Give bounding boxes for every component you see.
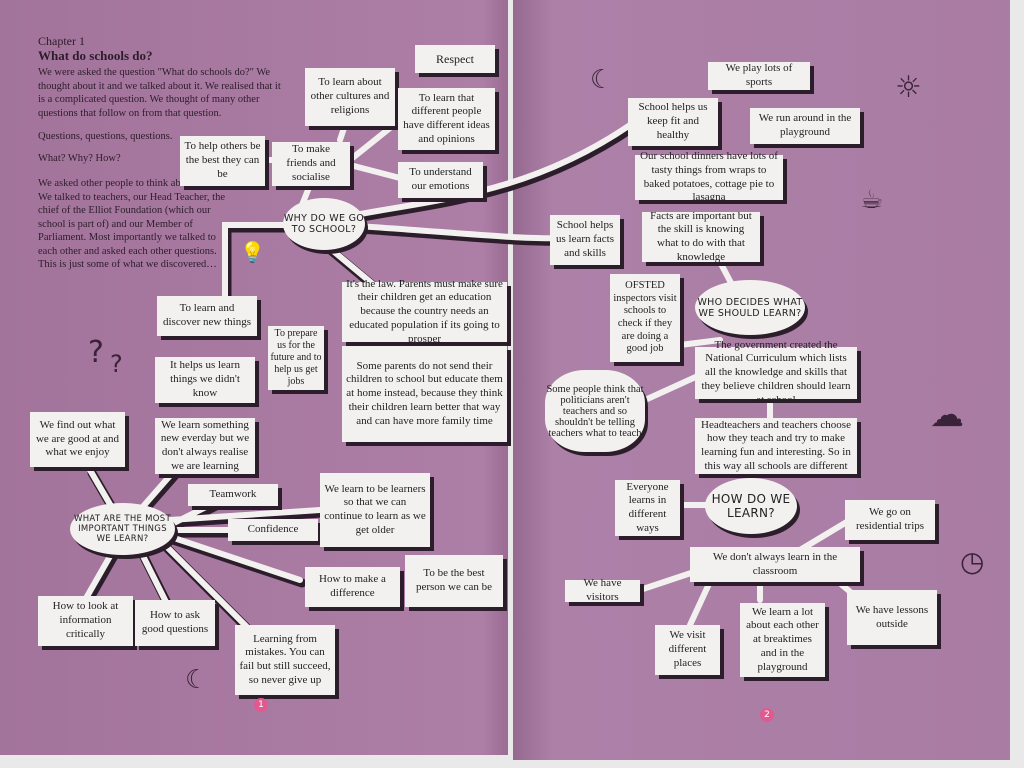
box-different-people: To learn that different people have diff…	[398, 88, 495, 150]
mug-icon: ☕	[860, 185, 884, 215]
box-friends: To make friends and socialise	[272, 142, 350, 186]
box-sports: We play lots of sports	[708, 62, 810, 90]
box-helps-learn: It helps us learn things we didn't know	[155, 357, 255, 403]
sun-icon: ☼	[895, 70, 922, 105]
box-prepare: To prepare us for the future and to help…	[268, 326, 324, 390]
box-classroom: We don't always learn in the classroom	[690, 547, 860, 582]
bubble-important-things: WHAT ARE THE MOST IMPORTANT THINGS WE LE…	[70, 503, 175, 555]
intro-paragraph: What? Why? How?	[38, 152, 121, 164]
box-everyone: Everyone learns in different ways	[615, 480, 680, 536]
box-cultures: To learn about other cultures and religi…	[305, 68, 395, 126]
bubble-who-decides: WHO DECIDES WHAT WE SHOULD LEARN?	[695, 280, 805, 335]
box-facts-skills: School helps us learn facts and skills	[550, 215, 620, 265]
box-home: Some parents do not send their children …	[342, 346, 507, 442]
page-number: 2	[760, 708, 774, 722]
box-questions: How to ask good questions	[135, 600, 215, 646]
box-visitors: We have visitors	[565, 577, 640, 603]
intro-text: Chapter 1 What do schools do? We were as…	[38, 34, 288, 272]
intro-paragraph: We asked other people to think about it …	[38, 178, 226, 270]
box-law: It's the law. Parents must make sure the…	[342, 278, 507, 345]
box-run: We run around in the playground	[750, 108, 860, 144]
box-discover: To learn and discover new things	[157, 296, 257, 336]
box-dinners: Our school dinners have lots of tasty th…	[635, 150, 783, 203]
box-best-person: To be the best person we can be	[405, 555, 503, 607]
box-headteachers: Headteachers and teachers choose how the…	[695, 418, 857, 474]
box-fit: School helps us keep fit and healthy	[628, 98, 718, 146]
box-difference: How to make a difference	[305, 567, 400, 607]
page-number: 1	[254, 698, 268, 712]
box-critically: How to look at information critically	[38, 596, 133, 646]
chapter-title: What do schools do?	[38, 48, 153, 63]
chapter-label: Chapter 1	[38, 34, 85, 48]
intro-paragraph: We were asked the question "What do scho…	[38, 67, 281, 119]
banana-icon: ☾	[185, 665, 209, 695]
box-respect: Respect	[415, 45, 495, 73]
box-outside: We have lessons outside	[847, 590, 937, 645]
banana-icon: ☾	[590, 65, 614, 95]
question-mark-doodle: ?	[88, 335, 104, 370]
box-places: We visit different places	[655, 625, 720, 675]
question-mark-doodle: ?	[110, 350, 123, 378]
box-mistakes: Learning from mistakes. You can fail but…	[235, 625, 335, 695]
box-help-others: To help others be the best they can be	[180, 136, 265, 186]
lightbulb-icon: 💡	[240, 240, 265, 264]
box-confidence: Confidence	[228, 519, 318, 541]
cloud-rain-icon: ☁	[930, 395, 964, 435]
bubble-why-school: WHY DO WE GO TO SCHOOL?	[283, 198, 365, 250]
box-new-everyday: We learn something new everday but we do…	[155, 418, 255, 474]
box-government: The government created the National Curr…	[695, 339, 857, 406]
box-ofsted: OFSTED inspectors visit schools to check…	[610, 274, 680, 362]
box-emotions: To understand our emotions	[398, 162, 483, 198]
box-teamwork: Teamwork	[188, 484, 278, 506]
box-learners: We learn to be learners so that we can c…	[320, 473, 430, 547]
box-each-other: We learn a lot about each other at break…	[740, 603, 825, 677]
box-residential: We go on residential trips	[845, 500, 935, 540]
box-facts-important: Facts are important but the skill is kno…	[642, 210, 760, 263]
bubble-how-learn: HOW DO WE LEARN?	[705, 478, 797, 534]
cloud-politicians: Some people think that politicians aren'…	[545, 370, 645, 452]
intro-paragraph: Questions, questions, questions.	[38, 131, 173, 142]
box-find-out: We find out what we are good at and what…	[30, 412, 125, 467]
clock-icon: ◷	[960, 545, 985, 578]
